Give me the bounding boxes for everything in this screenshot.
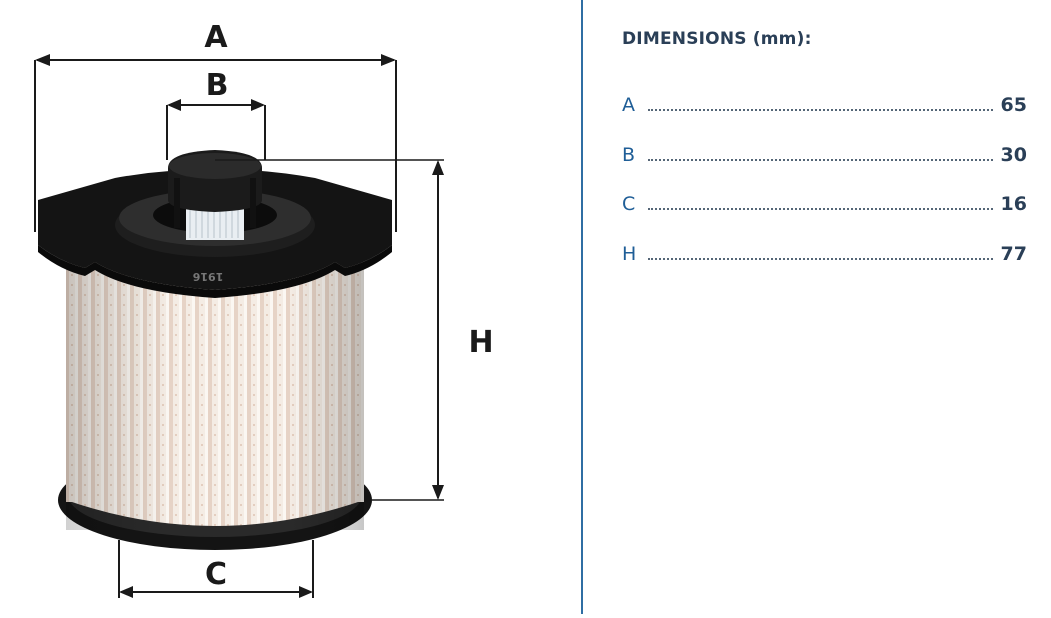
part-marking: 1916 [192, 270, 223, 283]
dimension-b [166, 99, 266, 160]
dimension-key: H [622, 243, 637, 265]
dimension-h [215, 159, 444, 501]
dimension-row-c: C 16 [622, 191, 1027, 215]
dimension-value: 65 [1000, 94, 1027, 116]
dotted-leader [648, 257, 993, 260]
filter-diagram: 1916 A [34, 20, 494, 598]
panel-divider [581, 0, 583, 614]
dimension-key: A [622, 94, 635, 116]
label-h: H [468, 325, 493, 360]
dimension-row-a: A 65 [622, 92, 1027, 116]
label-b: B [206, 68, 229, 103]
dimension-value: 77 [1000, 243, 1027, 265]
dimension-value: 16 [1000, 193, 1027, 215]
dimension-row-b: B 30 [622, 142, 1027, 166]
dimensions-panel: DIMENSIONS (mm): A 65 B 30 C 16 H 77 [583, 0, 1051, 614]
dimension-key: C [622, 193, 636, 215]
dimension-row-h: H 77 [622, 241, 1027, 265]
dimensions-title: DIMENSIONS (mm): [622, 29, 812, 49]
dimension-key: B [622, 144, 636, 166]
dotted-leader [648, 108, 993, 111]
dimension-a [34, 54, 397, 232]
dimension-value: 30 [1000, 144, 1027, 166]
label-a: A [204, 20, 228, 55]
filter-drawing: 1916 A [34, 20, 494, 598]
dotted-leader [648, 207, 993, 210]
label-c: C [205, 557, 227, 592]
dotted-leader [648, 158, 993, 161]
dimension-c [118, 540, 314, 598]
